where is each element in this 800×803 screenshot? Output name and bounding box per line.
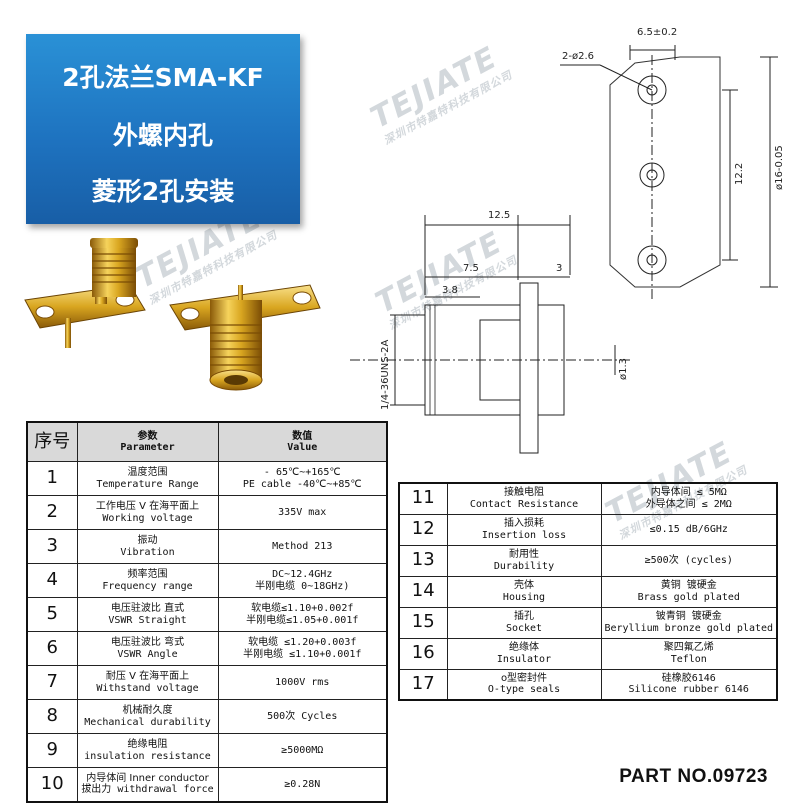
row-number: 6 <box>26 631 78 666</box>
row-number: 12 <box>398 513 448 546</box>
flange-top-view <box>560 45 778 300</box>
row-number: 9 <box>26 733 78 768</box>
row-value: 335V max <box>217 495 388 530</box>
row-number: 17 <box>398 668 448 701</box>
row-number: 1 <box>26 461 78 496</box>
row-number: 15 <box>398 606 448 639</box>
product-photo <box>24 238 321 391</box>
dim-thread: 1/4-36UNS-2A <box>380 339 391 410</box>
row-number: 4 <box>26 563 78 598</box>
row-value: Method 213 <box>217 529 388 564</box>
banner-line-1: 2孔法兰SMA-KF <box>62 63 264 92</box>
banner-line-2: 外螺内孔 <box>112 121 213 150</box>
row-number: 7 <box>26 665 78 700</box>
row-number: 14 <box>398 575 448 608</box>
connector-left <box>24 238 146 348</box>
row-value: ≥500次 (cycles) <box>600 544 778 577</box>
header-no: 序号 <box>26 421 78 462</box>
dim-width-top: 6.5±0.2 <box>637 27 677 38</box>
connector-side-view <box>350 215 630 454</box>
row-number: 10 <box>26 767 78 802</box>
dim-flange-len: ø16-0.05 <box>774 145 785 190</box>
row-value: ≤0.15 dB/6GHz <box>600 513 778 546</box>
connector-right <box>169 284 321 391</box>
technical-drawing: 6.5±0.2 2-ø2.6 12.2 ø16-0.05 12.5 7.5 3 … <box>350 27 785 454</box>
title-banner: 2孔法兰SMA-KF 外螺内孔 菱形2孔安装 <box>26 34 300 224</box>
row-value: ≥0.28N <box>217 767 388 802</box>
dim-body: 7.5 <box>463 263 479 274</box>
banner-line-3: 菱形2孔安装 <box>91 177 235 206</box>
row-value: 1000V rms <box>217 665 388 700</box>
dim-holes: 2-ø2.6 <box>562 51 594 62</box>
dim-overall: 12.5 <box>488 210 510 221</box>
dim-thread-len: 3.8 <box>442 285 458 296</box>
row-number: 13 <box>398 544 448 577</box>
row-value: 500次 Cycles <box>217 699 388 734</box>
row-number: 11 <box>398 482 448 515</box>
row-number: 16 <box>398 637 448 670</box>
row-number: 5 <box>26 597 78 632</box>
row-value: ≥5000MΩ <box>217 733 388 768</box>
dim-pin: ø1.3 <box>618 358 629 380</box>
row-number: 2 <box>26 495 78 530</box>
dim-pitch: 12.2 <box>734 163 745 185</box>
dim-flange: 3 <box>556 263 562 274</box>
row-number: 3 <box>26 529 78 564</box>
part-number: PART NO.09723 <box>619 766 768 787</box>
row-number: 8 <box>26 699 78 734</box>
